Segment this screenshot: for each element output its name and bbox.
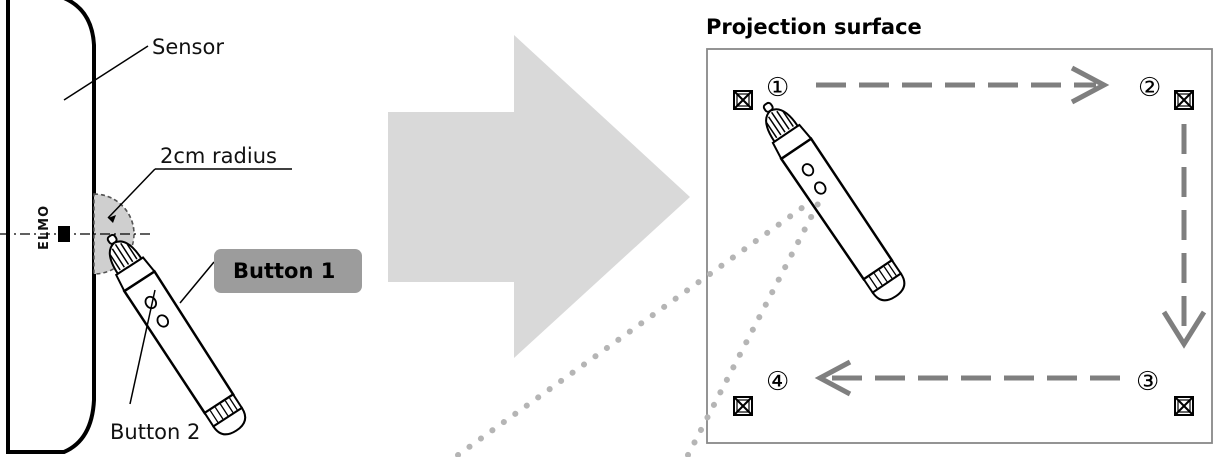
right-arrow-icon	[388, 35, 690, 358]
sensor-leader-line	[63, 45, 149, 101]
sensor-label: Sensor	[152, 35, 224, 59]
button1-label: Button 1	[233, 259, 335, 283]
projection-surface-frame	[706, 48, 1213, 444]
projection-dotted-lines	[455, 193, 825, 457]
radius-label: 2cm radius	[160, 144, 277, 168]
radius-leader-line	[107, 168, 156, 219]
sensor-unit: ELMO	[6, 0, 96, 454]
projection-surface-title: Projection surface	[706, 15, 922, 39]
button2-leader-line	[129, 289, 156, 405]
button1-leader-line	[179, 261, 215, 304]
radius-arrowhead-icon	[108, 215, 116, 223]
target-x-icon-4	[733, 396, 753, 416]
marker-1: ①	[766, 73, 789, 103]
elmo-logo: ELMO	[37, 205, 52, 250]
target-x-icon-1	[733, 90, 753, 110]
marker-2: ②	[1138, 73, 1161, 103]
target-x-icon-2	[1174, 90, 1194, 110]
button2-label: Button 2	[110, 420, 200, 444]
calibration-path	[814, 65, 1207, 397]
target-x-icon-3	[1174, 396, 1194, 416]
button1-label-box	[214, 249, 362, 293]
marker-4: ④	[766, 367, 789, 397]
marker-3: ③	[1136, 367, 1159, 397]
